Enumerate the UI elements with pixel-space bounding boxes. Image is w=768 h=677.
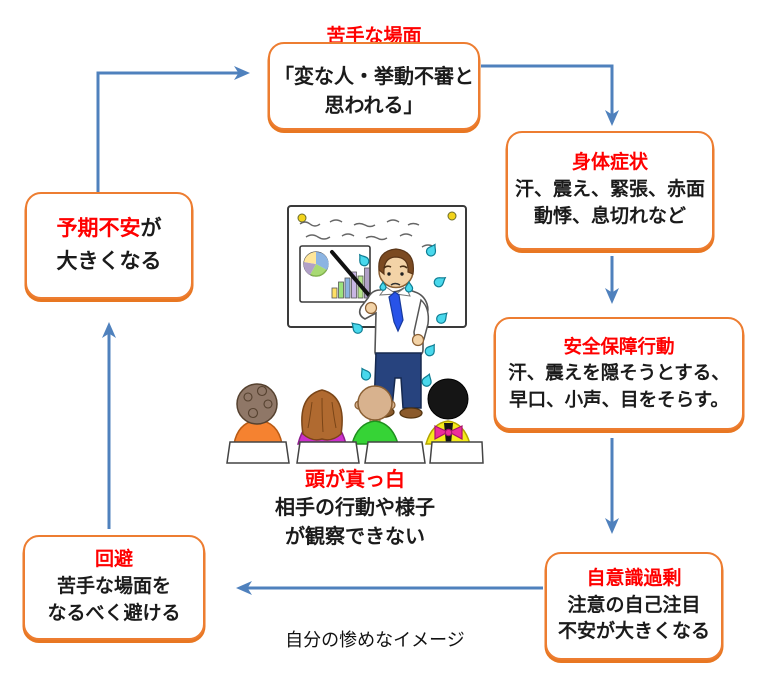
bow-tie bbox=[434, 425, 463, 441]
board-chart-panel bbox=[299, 245, 371, 303]
arrow-trigger-to-symptoms bbox=[481, 64, 619, 126]
anticipatory-suffix: が bbox=[140, 216, 162, 240]
avoidance-line-2: なるべく避ける bbox=[47, 602, 181, 624]
safety-line-1: 汗、震えを隠そうとする、 bbox=[508, 362, 730, 384]
blank-mind-title: 頭が真っ白 bbox=[305, 469, 405, 491]
node-self-consciousness: 自意識過剰 注意の自己注目 不安が大きくなる bbox=[545, 552, 723, 660]
anticipatory-line-2: 大きくなる bbox=[56, 249, 162, 273]
blank-mind-line-2: が観察できない bbox=[285, 525, 425, 548]
avoidance-title: 回避 bbox=[94, 549, 133, 571]
symptoms-title: 身体症状 bbox=[571, 152, 648, 174]
anticipatory-title: 予期不安 bbox=[56, 216, 141, 240]
self-consciousness-line-2: 不安が大きくなる bbox=[557, 621, 710, 643]
safety-title: 安全保障行動 bbox=[563, 336, 675, 358]
node-trigger: 「変な人・挙動不審と 思われる」 bbox=[268, 42, 480, 130]
node-anticipatory-anxiety: 予期不安が 大きくなる bbox=[25, 192, 193, 299]
hair bbox=[378, 248, 414, 276]
board-scribbles bbox=[299, 219, 435, 248]
symptoms-line-2: 動悸、息切れなど bbox=[533, 205, 686, 227]
sweat-drops bbox=[351, 243, 448, 387]
self-consciousness-title: 自意識過剰 bbox=[586, 567, 682, 589]
symptoms-line-1: 汗、震え、緊張、赤面 bbox=[514, 179, 705, 201]
audience-member-2 bbox=[297, 389, 347, 445]
self-image-label: 自分の惨めなイメージ bbox=[285, 629, 465, 650]
chair-backs bbox=[226, 441, 484, 464]
safety-line-2: 早口、小声、目をそらす。 bbox=[509, 388, 729, 410]
trigger-box-title: 苦手な場面 bbox=[326, 26, 422, 47]
nervous-presenter-illustration bbox=[226, 205, 484, 464]
blank-mind-caption: 頭が真っ白 相手の行動や様子 が観察できない bbox=[235, 466, 475, 551]
node-physical-symptoms: 身体症状 汗、震え、緊張、赤面 動悸、息切れなど bbox=[506, 131, 714, 250]
avoidance-line-1: 苦手な場面を bbox=[56, 576, 171, 598]
arrow-anticipatory-to-trigger bbox=[96, 66, 250, 192]
anticipatory-line-1: 予期不安が bbox=[57, 213, 162, 246]
self-image-label-box: 自分の惨めなイメージ bbox=[252, 615, 498, 662]
audience bbox=[226, 378, 484, 464]
presenter bbox=[330, 243, 448, 419]
audience-member-1 bbox=[233, 383, 283, 445]
necktie bbox=[388, 291, 404, 333]
blank-mind-line-1: 相手の行動や様子 bbox=[275, 497, 435, 520]
node-safety-behavior: 安全保障行動 汗、震えを隠そうとする、 早口、小声、目をそらす。 bbox=[494, 317, 744, 430]
pointer-stick bbox=[330, 250, 375, 302]
audience-member-3 bbox=[351, 385, 399, 445]
node-avoidance: 回避 苦手な場面を なるべく避ける bbox=[23, 535, 205, 640]
whiteboard bbox=[287, 205, 467, 328]
trigger-line-2: 思われる」 bbox=[324, 94, 424, 117]
audience-member-4 bbox=[425, 378, 471, 445]
trigger-line-1: 「変な人・挙動不審と bbox=[274, 66, 474, 89]
self-consciousness-line-1: 注意の自己注目 bbox=[567, 594, 701, 616]
